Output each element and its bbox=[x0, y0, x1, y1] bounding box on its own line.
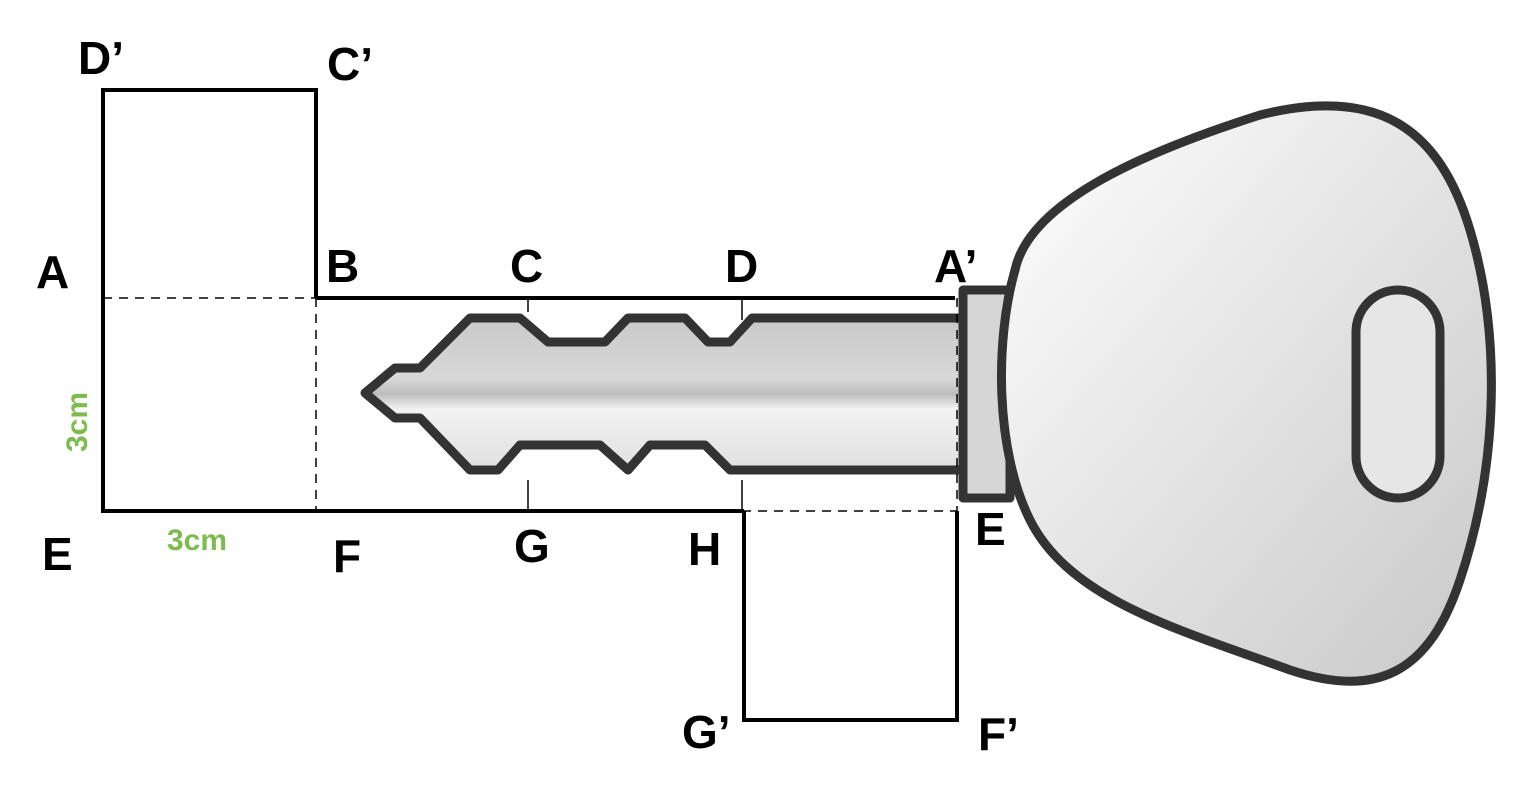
marker-lines bbox=[527, 298, 743, 511]
key-blade bbox=[360, 313, 970, 475]
net-lines bbox=[101, 88, 959, 722]
label-a-prime: A’ bbox=[934, 240, 977, 292]
label-f: F bbox=[333, 530, 361, 582]
face-bottom bbox=[742, 511, 959, 722]
label-d-prime: D’ bbox=[78, 32, 124, 84]
label-c-prime: C’ bbox=[327, 38, 373, 90]
label-f-prime: F’ bbox=[978, 708, 1019, 760]
dimension-height: 3cm bbox=[61, 392, 94, 452]
label-a: A bbox=[36, 246, 69, 298]
label-d: D bbox=[725, 240, 758, 292]
label-c: C bbox=[510, 240, 543, 292]
key-image bbox=[360, 101, 1496, 686]
label-b: B bbox=[326, 240, 359, 292]
key-head bbox=[997, 101, 1496, 686]
label-e-right: E bbox=[975, 503, 1006, 555]
label-g: G bbox=[514, 520, 550, 572]
label-e-left: E bbox=[42, 528, 73, 580]
label-h: H bbox=[688, 523, 721, 575]
face-top bbox=[101, 88, 318, 298]
face-left bbox=[101, 298, 316, 513]
dimension-width: 3cm bbox=[167, 524, 227, 557]
label-g-prime: G’ bbox=[682, 706, 731, 758]
key-ring-slot bbox=[1351, 285, 1445, 503]
